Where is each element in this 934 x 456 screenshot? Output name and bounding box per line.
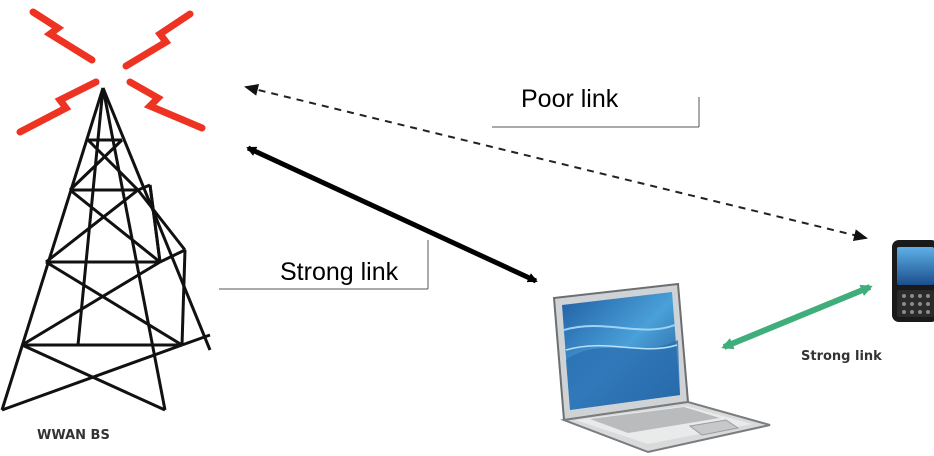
tower-icon (0, 8, 212, 412)
phone-icon (892, 240, 934, 322)
signal-bolts (16, 8, 206, 136)
device-strong-link-label: Strong link (801, 349, 882, 364)
strong-link-arrow (246, 145, 538, 284)
strong-link-callout (219, 240, 429, 290)
poor-link-label: Poor link (521, 85, 619, 113)
poor-link-callout (492, 97, 700, 128)
base-station-label: WWAN BS (37, 428, 110, 443)
poor-link-arrow (244, 84, 868, 241)
device-link-arrow (721, 284, 873, 350)
tower-structure (0, 87, 212, 412)
laptop-icon (552, 282, 771, 454)
strong-link-label: Strong link (280, 258, 399, 286)
